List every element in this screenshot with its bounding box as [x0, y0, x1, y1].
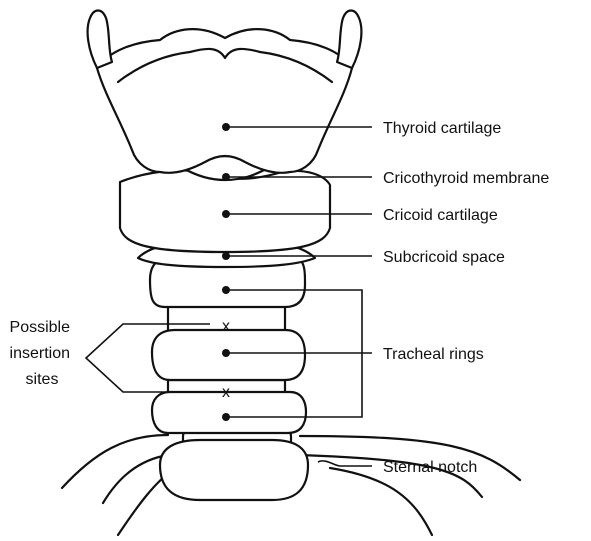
label-sternal-notch: Sternal notch — [383, 459, 477, 476]
thyroid-cartilage-shape — [97, 29, 352, 173]
insertion-mark-upper: x — [222, 318, 230, 335]
label-insertion-line-1: Possible — [10, 319, 71, 336]
lower-tracheal-ring — [160, 440, 308, 500]
label-insertion-sites: Possible insertion sites — [10, 319, 75, 388]
label-insertion-line-3: sites — [26, 371, 59, 388]
label-cricothyroid-membrane: Cricothyroid membrane — [383, 170, 549, 187]
label-cricoid-cartilage: Cricoid cartilage — [383, 207, 498, 224]
label-subcricoid-space: Subcricoid space — [383, 249, 505, 266]
label-insertion-line-2: insertion — [10, 345, 70, 362]
label-thyroid-cartilage: Thyroid cartilage — [383, 120, 501, 137]
superior-horn-left — [88, 11, 112, 69]
label-tracheal-rings: Tracheal rings — [383, 346, 484, 363]
superior-horn-right — [337, 11, 361, 69]
insertion-mark-lower: x — [222, 384, 230, 401]
